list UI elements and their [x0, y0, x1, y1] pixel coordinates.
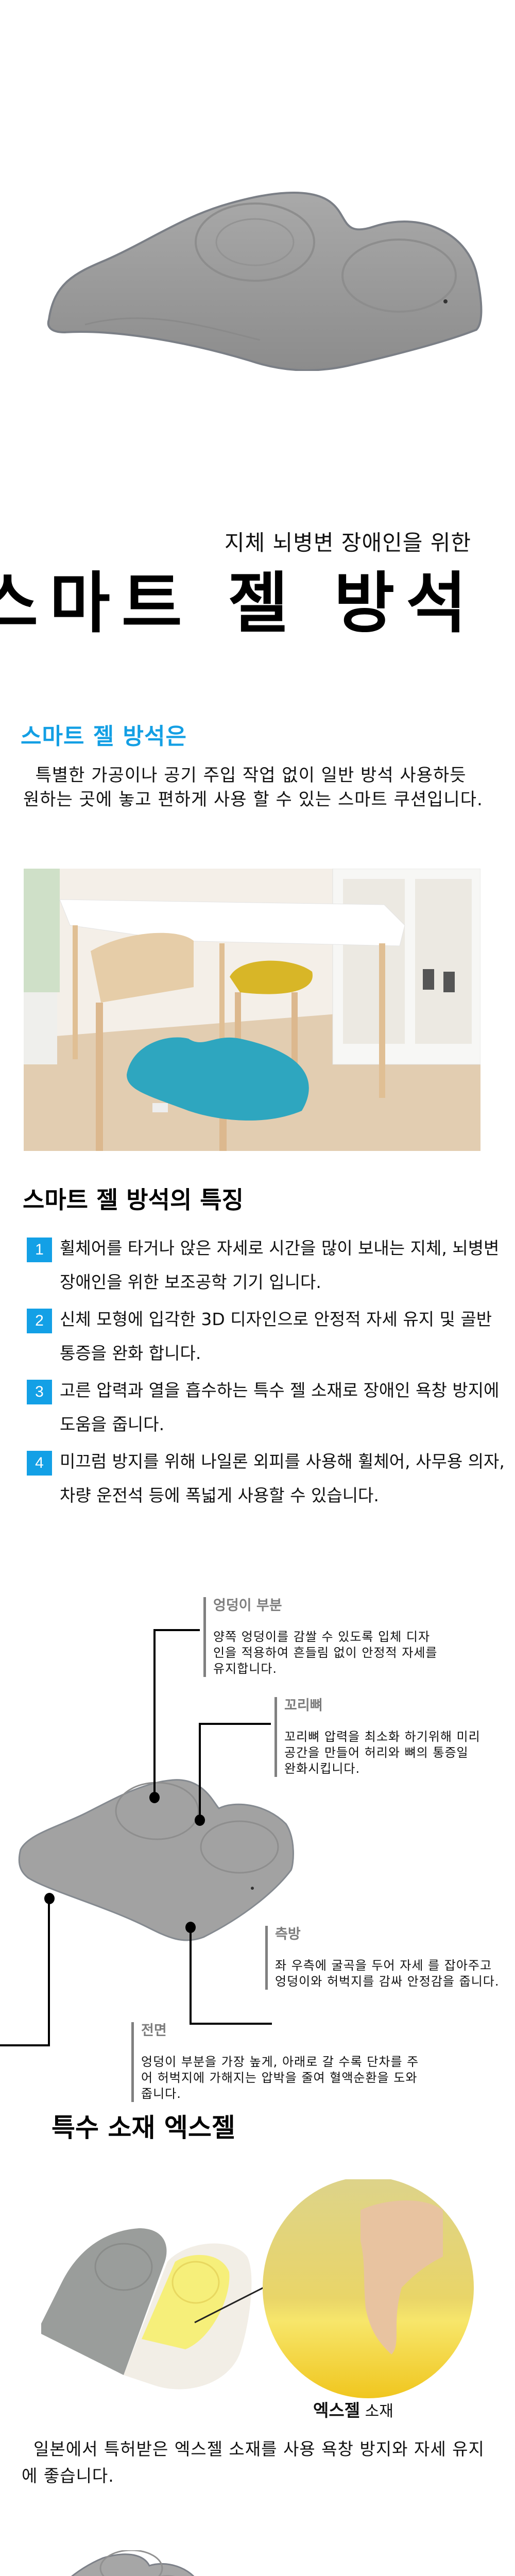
xgel-caption-bold: 엑스젤	[313, 2400, 360, 2420]
callout-front: 전면 엉덩이 부분을 가장 높게, 아래로 갈 수록 단차를 주어 허벅지에 가…	[131, 2022, 420, 2102]
callout-dot	[44, 1893, 55, 1904]
leader-line	[153, 1629, 156, 1794]
callout-body: 좌 우측에 굴곡을 두어 자세 를 잡아주고 엉덩이와 허벅지를 감싸 안정감을…	[275, 1958, 500, 1989]
feature-text: 고른 압력과 열을 흡수하는 특수 젤 소재로 장애인 욕창 방지에 도움을 줍…	[60, 1380, 500, 1434]
intro-paragraph: 특별한 가공이나 공기 주입 작업 없이 일반 방석 사용하듯 원하는 곳에 놓…	[23, 765, 483, 810]
page-title: 스마트 젤 방석	[0, 565, 478, 642]
leader-line	[199, 1723, 201, 1819]
leader-line	[190, 1927, 192, 2025]
xgel-paragraph: 일본에서 특허받은 엑스젤 소재를 사용 욕창 방지와 자세 유지에 좋습니다.	[22, 2439, 485, 2486]
feature-text: 휠체어를 타거나 앉은 자세로 시간을 많이 보내는 지체, 뇌병변 장애인을 …	[60, 1238, 500, 1292]
callout-tailbone: 꼬리뼈 꼬리뼈 압력을 최소화 하기위해 미리 공간을 만들어 허리와 뼈의 통…	[274, 1697, 480, 1777]
feature-text: 미끄럼 방지를 위해 나일론 외피를 사용해 휠체어, 사무용 의자, 차량 운…	[60, 1451, 505, 1505]
features-heading: 스마트 젤 방석의 특징	[23, 1186, 244, 1214]
lifestyle-photo	[24, 869, 480, 1151]
xgel-figure	[31, 2179, 494, 2416]
cushion-variants-image	[31, 2550, 494, 2576]
intro-heading: 스마트 젤 방석은	[21, 723, 187, 750]
diagram-cushion-image	[18, 1772, 296, 1942]
leader-line	[153, 1629, 200, 1631]
hero-cushion-image	[44, 155, 487, 371]
number-badge: 1	[27, 1238, 52, 1262]
callout-body: 엉덩이 부분을 가장 높게, 아래로 갈 수록 단차를 주어 허벅지에 가해지는…	[141, 2055, 419, 2101]
xgel-heading: 특수 소재 엑스젤	[52, 2113, 235, 2143]
feature-item-4: 4 미끄럼 방지를 위해 나일론 외피를 사용해 휠체어, 사무용 의자, 차량…	[27, 1445, 511, 1513]
hero-subtitle: 지체 뇌병변 장애인을 위한	[224, 530, 471, 555]
callout-dot	[185, 1922, 196, 1933]
number-badge: 3	[27, 1380, 52, 1404]
leader-line	[190, 2023, 272, 2025]
callout-title: 엉덩이 부분	[213, 1598, 282, 1614]
feature-item-2: 2 신체 모형에 입각한 3D 디자인으로 안정적 자세 유지 및 골반 통증을…	[27, 1302, 511, 1370]
feature-item-3: 3 고른 압력과 열을 흡수하는 특수 젤 소재로 장애인 욕창 방지에 도움을…	[27, 1374, 511, 1442]
feature-text: 신체 모형에 입각한 3D 디자인으로 안정적 자세 유지 및 골반 통증을 완…	[60, 1309, 492, 1363]
callout-title: 전면	[141, 2023, 167, 2039]
leader-line	[48, 1896, 50, 2045]
leader-line	[0, 2044, 50, 2046]
callout-title: 측방	[275, 1926, 301, 1942]
callout-hip: 엉덩이 부분 양쪽 엉덩이를 감쌀 수 있도록 입체 디자인을 적용하여 흔들림…	[203, 1597, 440, 1677]
xgel-caption: 엑스젤 소재	[313, 2397, 393, 2421]
features-list: 1 휠체어를 타거나 앉은 자세로 시간을 많이 보내는 지체, 뇌병변 장애인…	[27, 1231, 511, 1516]
callout-dot	[195, 1815, 205, 1826]
leader-line	[199, 1723, 271, 1725]
callout-dot	[149, 1792, 160, 1803]
callout-title: 꼬리뼈	[284, 1698, 323, 1714]
xgel-caption-rest: 소재	[360, 2402, 393, 2420]
cushion-diagram: 엉덩이 부분 양쪽 엉덩이를 감쌀 수 있도록 입체 디자인을 적용하여 흔들림…	[0, 1571, 515, 2102]
callout-body: 꼬리뼈 압력을 최소화 하기위해 미리 공간을 만들어 허리와 뼈의 통증일 완…	[284, 1730, 480, 1776]
number-badge: 4	[27, 1451, 52, 1476]
number-badge: 2	[27, 1309, 52, 1333]
feature-item-1: 1 휠체어를 타거나 앉은 자세로 시간을 많이 보내는 지체, 뇌병변 장애인…	[27, 1231, 511, 1299]
callout-body: 양쪽 엉덩이를 감쌀 수 있도록 입체 디자인을 적용하여 흔들림 없이 안정적…	[213, 1630, 438, 1676]
callout-side: 측방 좌 우측에 굴곡을 두어 자세 를 잡아주고 엉덩이와 허벅지를 감싸 안…	[265, 1926, 502, 1990]
